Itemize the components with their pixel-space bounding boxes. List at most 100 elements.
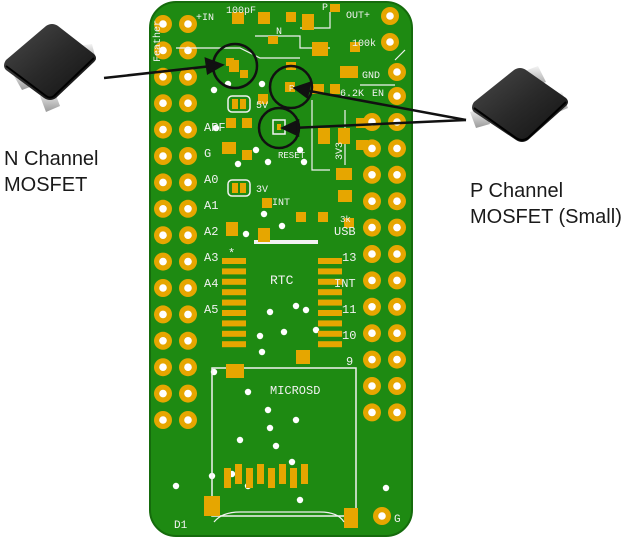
label-100k: 100k [352, 38, 376, 50]
svg-text:P: P [289, 84, 294, 93]
via [210, 86, 218, 94]
pcb-board: P Feather +IN 100pF P OUT+ [149, 1, 413, 537]
left-header-pad-hole [184, 416, 192, 424]
via [296, 496, 304, 504]
left-header-pad-hole [184, 73, 192, 81]
rtc-chip [222, 258, 342, 348]
right-header-pad-hole [393, 250, 401, 258]
label-3k: 3k [340, 215, 351, 225]
p-channel-line1: P Channel [470, 180, 564, 202]
via [258, 348, 266, 356]
via [296, 146, 304, 154]
right-header-pad-hole [393, 355, 401, 364]
left-header-pad-hole [184, 257, 192, 266]
arrow-n-mosfet [103, 64, 213, 80]
top-pad-hole [378, 512, 386, 520]
pin-label-a1: A1 [204, 199, 218, 213]
via [272, 442, 280, 450]
via [212, 124, 220, 132]
left-header-pad-hole [159, 99, 167, 107]
pin-label-g: G [204, 147, 211, 161]
left-header-pad-hole [184, 99, 192, 107]
board-labels: Feather +IN 100pF P OUT+ N 100k GND 6.2K… [152, 3, 401, 532]
pin-label-10: 10 [342, 329, 356, 343]
label-5v: 5V [256, 101, 268, 112]
label-p-top: P [322, 3, 328, 14]
right-header-pad-hole [393, 276, 401, 285]
via [264, 406, 272, 414]
left-header-pad-hole [184, 310, 192, 319]
rtc-pin [318, 320, 342, 327]
pin-label-a5: A5 [204, 303, 218, 317]
right-header-pad-hole [368, 276, 376, 285]
left-header-pad-hole [159, 73, 167, 81]
pin-label-a0: A0 [204, 173, 218, 187]
left-header-pad-hole [184, 284, 192, 292]
arrow-p-mosfet-1 [303, 88, 467, 122]
right-header-pad-hole [368, 250, 376, 258]
p-mosfet-package-icon [470, 66, 568, 142]
via [172, 482, 180, 490]
left-header-pad-hole [184, 178, 192, 187]
left-header-pad-hole [184, 205, 192, 213]
sd-pin [279, 464, 286, 484]
rtc-pin [318, 310, 342, 316]
rtc-pin [222, 289, 246, 296]
via [236, 436, 244, 444]
left-header-pads [154, 15, 197, 429]
right-header-pad-hole [368, 171, 376, 179]
sd-pin [268, 468, 275, 488]
n-channel-line1: N Channel [4, 148, 99, 170]
via [244, 388, 252, 396]
left-header-pad-hole [159, 20, 167, 28]
pin-label-11: 11 [342, 303, 356, 317]
top-pad-hole [393, 68, 401, 76]
rtc-pin [318, 268, 342, 275]
label-reset: RESET [278, 151, 306, 161]
label-g-bottom: G [394, 514, 401, 526]
via [266, 424, 274, 432]
left-header-pad-hole [159, 337, 167, 345]
right-header-pad-hole [368, 303, 376, 311]
arrow-p-mosfet-2 [291, 118, 467, 130]
via [234, 160, 242, 168]
label-100pf: 100pF [226, 6, 256, 17]
right-header-pad-hole [393, 144, 401, 153]
via [292, 416, 300, 424]
rtc-pin [222, 310, 246, 316]
label-int-top: INT [272, 198, 290, 209]
rtc-pin [318, 278, 342, 285]
pin1-marker: * [228, 247, 235, 261]
right-header-pad-hole [368, 408, 376, 417]
label-gnd: GND [362, 71, 380, 82]
left-header-pad-hole [159, 125, 167, 134]
rtc-pin [318, 258, 342, 264]
top-header-pads [373, 7, 406, 525]
pin-label-13: 13 [342, 251, 356, 265]
left-header-pad-hole [159, 257, 167, 266]
via [264, 158, 272, 166]
left-header-pad-hole [159, 46, 167, 55]
chip-label-rtc: RTC [270, 273, 294, 288]
via [252, 146, 260, 154]
sd-pin [235, 464, 242, 484]
p-mosfet-highlight-1: P [268, 64, 314, 110]
via [280, 328, 288, 336]
right-header-pad-hole [368, 197, 376, 205]
top-pad-hole [393, 92, 401, 100]
pin-label-9: 9 [346, 355, 353, 369]
jumper-5v [227, 95, 251, 113]
top-pad-hole [386, 12, 394, 20]
via [266, 308, 274, 316]
via [300, 158, 308, 166]
left-header-pad-hole [159, 389, 167, 398]
left-header-pad-hole [184, 20, 192, 28]
label-out-plus: OUT+ [346, 11, 370, 22]
right-header-pad-hole [393, 223, 401, 232]
pin-label-int: INT [334, 277, 356, 291]
rtc-pin [222, 299, 246, 306]
left-header-pad-hole [159, 416, 167, 424]
p-channel-callout: P Channel MOSFET (Small) [470, 178, 622, 230]
rtc-pin [318, 289, 342, 296]
right-header-pad-hole [368, 144, 376, 153]
